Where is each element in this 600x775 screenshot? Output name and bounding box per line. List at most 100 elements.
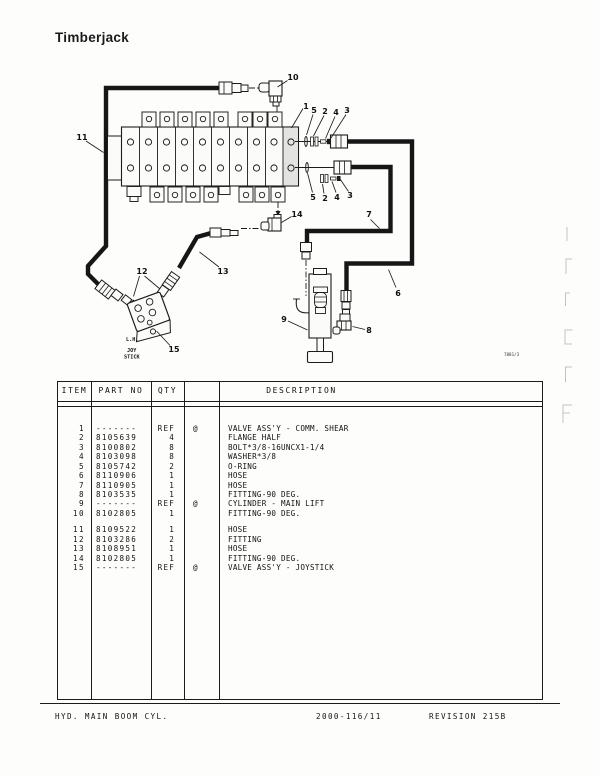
hose-7-end-fitting [300, 242, 312, 260]
cell-part: 8103098 [96, 452, 138, 462]
callout-5-top: 5 [311, 106, 317, 115]
table-column-rule [184, 382, 186, 699]
callout-4-bottom: 4 [334, 193, 340, 202]
table-row: 15-------REF@VALVE ASS'Y - JOYSTICK [58, 563, 542, 572]
callout-12: 12 [136, 267, 147, 276]
callout-13: 13 [217, 267, 228, 276]
cell-part: 8102805 [96, 508, 138, 518]
callout-3-bottom: 3 [347, 191, 353, 200]
cell-desc: VALVE ASS'Y - JOYSTICK [228, 563, 335, 573]
callout-4-top: 4 [333, 108, 339, 117]
hose-13 [177, 230, 214, 270]
cell-part: 8103535 [96, 489, 138, 499]
cell-desc: CYLINDER - MAIN LIFT [228, 499, 325, 509]
table-column-rule [219, 382, 221, 699]
cell-desc: VALVE ASS'Y - COMM. SHEAR [228, 423, 349, 433]
joystick-label-joy: JOY [127, 348, 137, 354]
callout-6: 6 [395, 289, 401, 298]
fitting-12-left [120, 294, 133, 306]
cell-part: ------- [96, 423, 138, 433]
table-row: 9-------REF@CYLINDER - MAIN LIFT [58, 499, 542, 508]
footer-revision: REVISION 215B [429, 712, 507, 721]
joystick-label-lh: L.H. [126, 337, 139, 343]
callout-7: 7 [366, 210, 372, 219]
cell-item: 11 [73, 525, 85, 535]
cell-qty: 1 [169, 480, 175, 490]
cell-part: 8109522 [96, 525, 138, 535]
cell-qty: 1 [169, 471, 175, 481]
cell-desc: FITTING-90 DEG. [228, 508, 301, 518]
cell-qty: 2 [169, 461, 175, 471]
valve-bank [107, 111, 300, 203]
cell-flag: @ [193, 499, 198, 509]
footer-section-title: HYD. MAIN BOOM CYL. [55, 712, 169, 721]
cell-item: 9 [79, 499, 85, 509]
row-group-gap [58, 518, 542, 525]
hose-11-end-fitting [94, 279, 139, 309]
cell-desc: HOSE [228, 471, 248, 481]
cell-item: 13 [73, 544, 85, 554]
cell-part: 8103286 [96, 534, 138, 544]
port-assembly-bottom [295, 160, 352, 183]
scan-marks [562, 227, 573, 423]
callout-15: 15 [168, 345, 180, 354]
cell-qty: 4 [169, 433, 175, 443]
cell-qty: 1 [169, 544, 175, 554]
cell-desc: FITTING-90 DEG. [228, 553, 301, 563]
cell-item: 6 [79, 471, 85, 481]
table-header-rule-2 [58, 405, 542, 407]
cell-qty: 1 [169, 508, 175, 518]
cell-item: 4 [79, 452, 85, 462]
elbow-fitting-10 [258, 80, 283, 107]
hose-6-end-fitting [340, 290, 352, 315]
elbow-fitting-8 [332, 313, 352, 335]
cell-desc: HOSE [228, 525, 248, 535]
callout-3-top: 3 [344, 106, 350, 115]
cell-desc: FLANGE HALF [228, 433, 282, 443]
hose-6 [344, 139, 415, 291]
bolt-icon [320, 139, 327, 144]
callout-2-top: 2 [322, 107, 328, 116]
cell-qty: 8 [169, 452, 175, 462]
valve-bank-top-tabs [141, 111, 283, 128]
o-ring-icon [304, 136, 308, 147]
cylinder-9 [293, 268, 334, 364]
parts-table: ITEM PART NO QTY DESCRIPTION 1-------REF… [57, 381, 543, 700]
cell-part: 8102805 [96, 553, 138, 563]
callout-9: 9 [281, 315, 287, 324]
cell-item: 14 [73, 553, 85, 563]
cell-flag: @ [193, 423, 198, 433]
cell-item: 15 [73, 563, 85, 573]
cell-qty: 1 [169, 525, 175, 535]
elbow-fitting-14 [260, 214, 282, 232]
cell-desc: HOSE [228, 480, 248, 490]
hose-13-valve-fitting [151, 270, 181, 304]
cell-desc: O-RING [228, 461, 257, 471]
column-header-partno: PART NO [98, 386, 144, 395]
footer-document-number: 2000-116/11 [316, 712, 382, 721]
cell-item: 2 [79, 433, 85, 443]
cell-desc: BOLT*3/8-16UNCX1-1/4 [228, 442, 325, 452]
cell-part: ------- [96, 499, 138, 509]
hose-11 [85, 85, 219, 287]
callout-1: 1 [303, 102, 309, 111]
cell-item: 8 [79, 489, 85, 499]
callout-2-bottom: 2 [322, 194, 328, 203]
joystick-label-stick: STICK [124, 355, 140, 361]
cell-qty: 2 [169, 534, 175, 544]
cell-desc: FITTING [228, 534, 262, 544]
hose-end-fitting [218, 81, 249, 95]
column-header-item: ITEM [61, 386, 88, 395]
hose-13-end-fitting [209, 227, 239, 238]
port-assembly-top [295, 134, 349, 149]
table-column-rule [91, 382, 93, 699]
table-row: 11 8109522 1 HOSE [58, 525, 542, 534]
column-header-qty: QTY [157, 386, 178, 395]
cell-part: 8100802 [96, 442, 138, 452]
cell-item: 5 [79, 461, 85, 471]
